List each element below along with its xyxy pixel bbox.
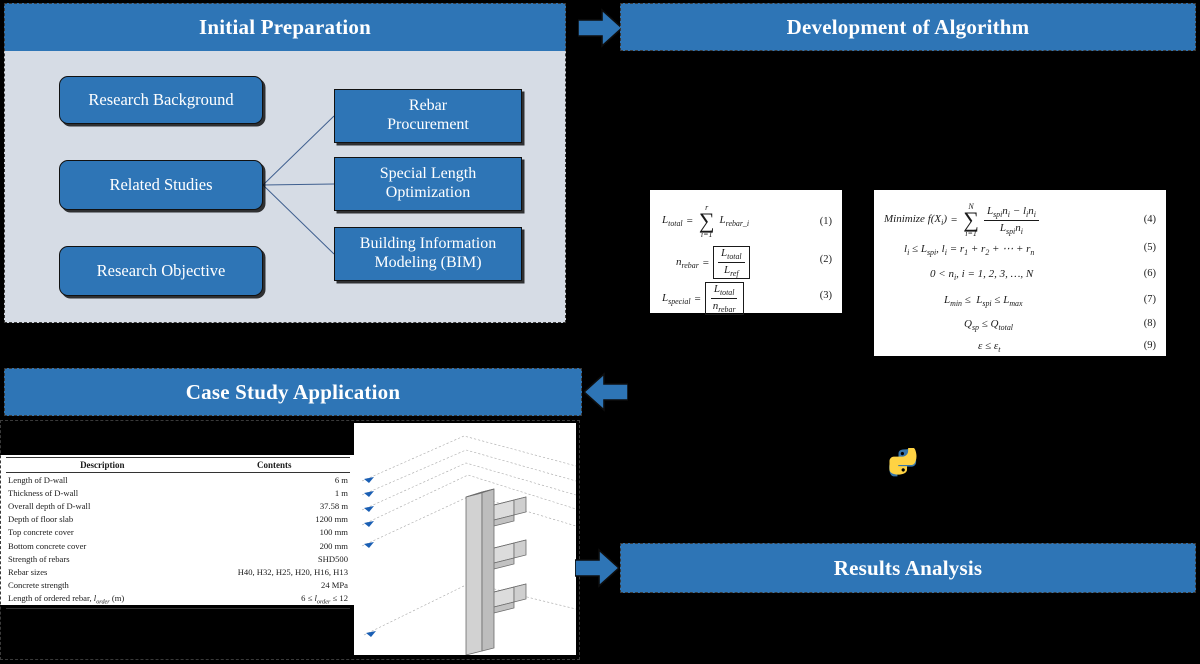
table-cell-description: Length of D-wall bbox=[8, 474, 68, 485]
equation-number-3: (3) bbox=[819, 290, 832, 301]
equation-number-4: (4) bbox=[1143, 214, 1156, 225]
table-cell-contents: 37.58 m bbox=[319, 500, 348, 511]
box-bim-line1: Building Information bbox=[359, 235, 497, 253]
box-research-background[interactable]: Research Background bbox=[59, 76, 263, 124]
equation-number-7: (7) bbox=[1143, 294, 1156, 305]
table-cell-description: Depth of floor slab bbox=[8, 514, 74, 525]
arrow-initial-to-development-icon bbox=[578, 8, 622, 48]
box-special-length-line1: Special Length bbox=[379, 165, 477, 183]
table-cell-description: Length of ordered rebar, lorder (m) bbox=[6, 591, 199, 609]
equation-number-1: (1) bbox=[819, 216, 832, 227]
table-row: Bottom concrete cover 200 mm bbox=[6, 539, 350, 552]
box-special-length-line2: Optimization bbox=[385, 184, 471, 201]
python-logo-icon bbox=[889, 448, 917, 477]
box-research-objective[interactable]: Research Objective bbox=[59, 246, 263, 296]
equation-number-6: (6) bbox=[1143, 268, 1156, 279]
table-row: Top concrete cover 100 mm bbox=[6, 526, 350, 539]
arrow-development-to-case-study-icon bbox=[584, 372, 628, 412]
box-bim-line2: Modeling (BIM) bbox=[374, 254, 482, 271]
box-rebar-procurement[interactable]: Rebar Procurement bbox=[334, 89, 522, 143]
table-cell-contents: 6 ≤ lorder ≤ 12 bbox=[198, 591, 350, 609]
table-row: Depth of floor slab 1200 mm bbox=[6, 513, 350, 526]
table-cell-description: Bottom concrete cover bbox=[8, 540, 87, 551]
box-building-information-modeling[interactable]: Building Information Modeling (BIM) bbox=[334, 227, 522, 281]
table-row: Overall depth of D-wall 37.58 m bbox=[6, 499, 350, 512]
case-study-application-title: Case Study Application bbox=[4, 368, 582, 416]
table-row: Rebar sizes H40, H32, H25, H20, H16, H13 bbox=[6, 565, 350, 578]
equation-box-optimization-model: Minimize f(Xi) = N∑i=1 Lspini − lini Lsp… bbox=[872, 188, 1168, 358]
box-special-length-optimization[interactable]: Special Length Optimization bbox=[334, 157, 522, 211]
table-row: Strength of rebars SHD500 bbox=[6, 552, 350, 565]
box-related-studies[interactable]: Related Studies bbox=[59, 160, 263, 210]
table-cell-contents: 1 m bbox=[334, 487, 348, 498]
table-header-row: Description Contents bbox=[6, 457, 350, 473]
box-rebar-procurement-line1: Rebar bbox=[408, 97, 448, 115]
case-study-spec-table: Description Contents Length of D-wall 6 m… bbox=[6, 457, 350, 609]
case-study-spec-table-container: Description Contents Length of D-wall 6 m… bbox=[0, 455, 356, 609]
development-of-algorithm-title: Development of Algorithm bbox=[620, 3, 1196, 51]
table-cell-contents: 6 m bbox=[334, 474, 348, 485]
table-cell-description: Rebar sizes bbox=[8, 566, 48, 577]
table-header-description: Description bbox=[6, 457, 199, 473]
equation-number-5: (5) bbox=[1143, 242, 1156, 253]
table-cell-contents: 24 MPa bbox=[321, 580, 348, 591]
table-header-contents: Contents bbox=[198, 457, 350, 473]
table-row: Length of ordered rebar, lorder (m)6 ≤ l… bbox=[6, 591, 350, 609]
table-row: Thickness of D-wall 1 m bbox=[6, 486, 350, 499]
table-cell-description: Concrete strength bbox=[8, 580, 69, 591]
box-rebar-procurement-line2: Procurement bbox=[387, 116, 469, 133]
table-cell-contents: 100 mm bbox=[319, 527, 348, 538]
table-cell-contents: H40, H32, H25, H20, H16, H13 bbox=[237, 566, 348, 577]
equation-number-2: (2) bbox=[819, 254, 832, 265]
table-row: Length of D-wall 6 m bbox=[6, 473, 350, 487]
equation-box-basic-formulas: Ltotal = r∑i=1 Lrebar_i (1) nrebar = Lto… bbox=[648, 188, 844, 316]
table-cell-contents: SHD500 bbox=[317, 553, 348, 564]
equation-number-8: (8) bbox=[1143, 318, 1156, 329]
initial-preparation-title: Initial Preparation bbox=[4, 3, 566, 51]
bim-3d-wall-model-image bbox=[354, 423, 576, 655]
table-cell-description: Overall depth of D-wall bbox=[8, 500, 91, 511]
arrow-case-study-to-results-icon bbox=[575, 548, 619, 588]
equation-number-9: (9) bbox=[1143, 340, 1156, 351]
table-cell-description: Top concrete cover bbox=[8, 527, 74, 538]
table-cell-contents: 1200 mm bbox=[315, 514, 348, 525]
table-cell-description: Thickness of D-wall bbox=[8, 487, 79, 498]
results-analysis-title: Results Analysis bbox=[620, 543, 1196, 593]
table-cell-contents: 200 mm bbox=[319, 540, 348, 551]
table-cell-description: Strength of rebars bbox=[8, 553, 70, 564]
table-row: Concrete strength 24 MPa bbox=[6, 579, 350, 592]
